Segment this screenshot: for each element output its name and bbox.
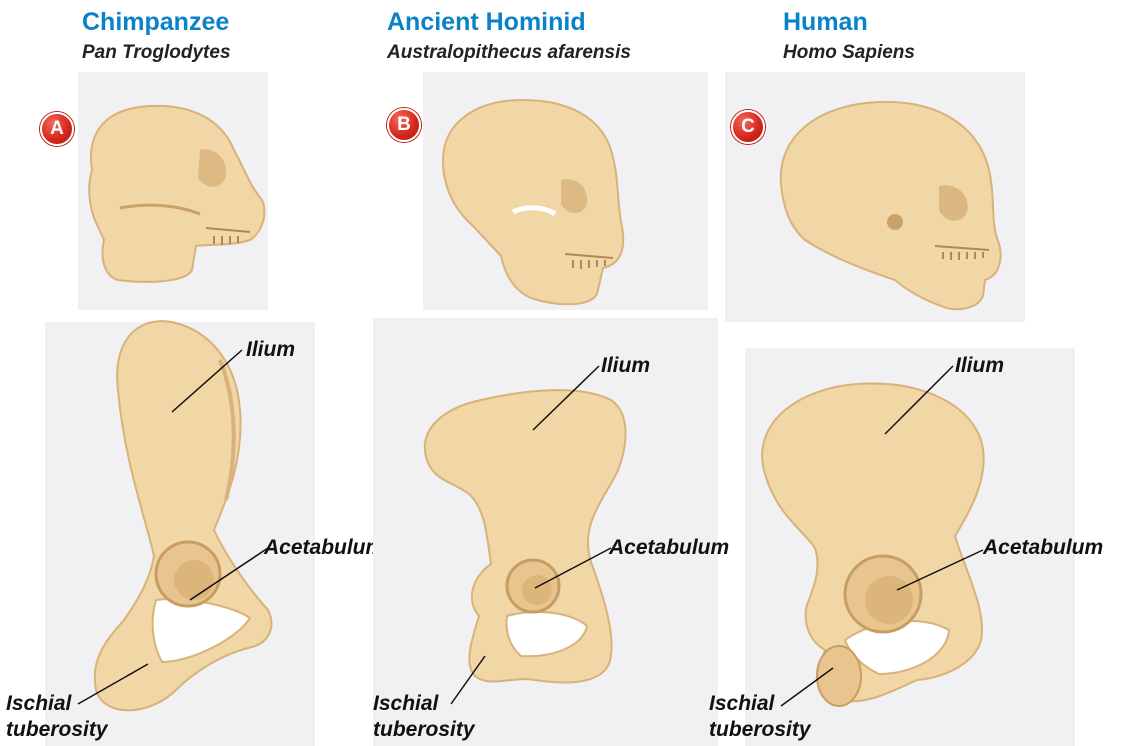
badge-c: C — [731, 110, 765, 144]
acetabulum-label: Acetabulum — [609, 536, 729, 560]
tuberosity-label: tuberosity — [709, 718, 811, 742]
column-ancient-hominid: Ancient Hominid Australopithecus afarens… — [365, 0, 745, 746]
column-chimpanzee: Chimpanzee Pan Troglodytes A Ilium Aceta… — [0, 0, 360, 746]
ancient-hominid-skull — [443, 100, 623, 304]
human-skull — [781, 102, 1001, 309]
tuberosity-label: tuberosity — [373, 718, 475, 742]
tuberosity-label: tuberosity — [6, 718, 108, 742]
column-human: Human Homo Sapiens C Ilium Acetabulum Is… — [745, 0, 1130, 746]
chimpanzee-skull — [89, 106, 264, 282]
badge-a: A — [40, 112, 74, 146]
species-scientific-name: Pan Troglodytes — [82, 42, 231, 64]
ancient-hominid-illustration — [365, 0, 745, 746]
ilium-label: Ilium — [601, 354, 650, 378]
species-title: Human — [783, 8, 868, 36]
chimpanzee-pelvis — [95, 321, 272, 710]
species-scientific-name: Australopithecus afarensis — [387, 42, 631, 64]
human-illustration — [745, 0, 1130, 746]
species-title: Ancient Hominid — [387, 8, 586, 36]
species-title: Chimpanzee — [82, 8, 229, 36]
ischial-label: Ischial — [6, 692, 71, 716]
ancient-hominid-pelvis — [425, 390, 626, 682]
ilium-label: Ilium — [246, 338, 295, 362]
ischial-label: Ischial — [373, 692, 438, 716]
ilium-label: Ilium — [955, 354, 1004, 378]
ischial-label: Ischial — [709, 692, 774, 716]
acetabulum-label: Acetabulum — [983, 536, 1103, 560]
species-scientific-name: Homo Sapiens — [783, 42, 915, 64]
human-pelvis — [762, 383, 984, 706]
badge-b: B — [387, 108, 421, 142]
